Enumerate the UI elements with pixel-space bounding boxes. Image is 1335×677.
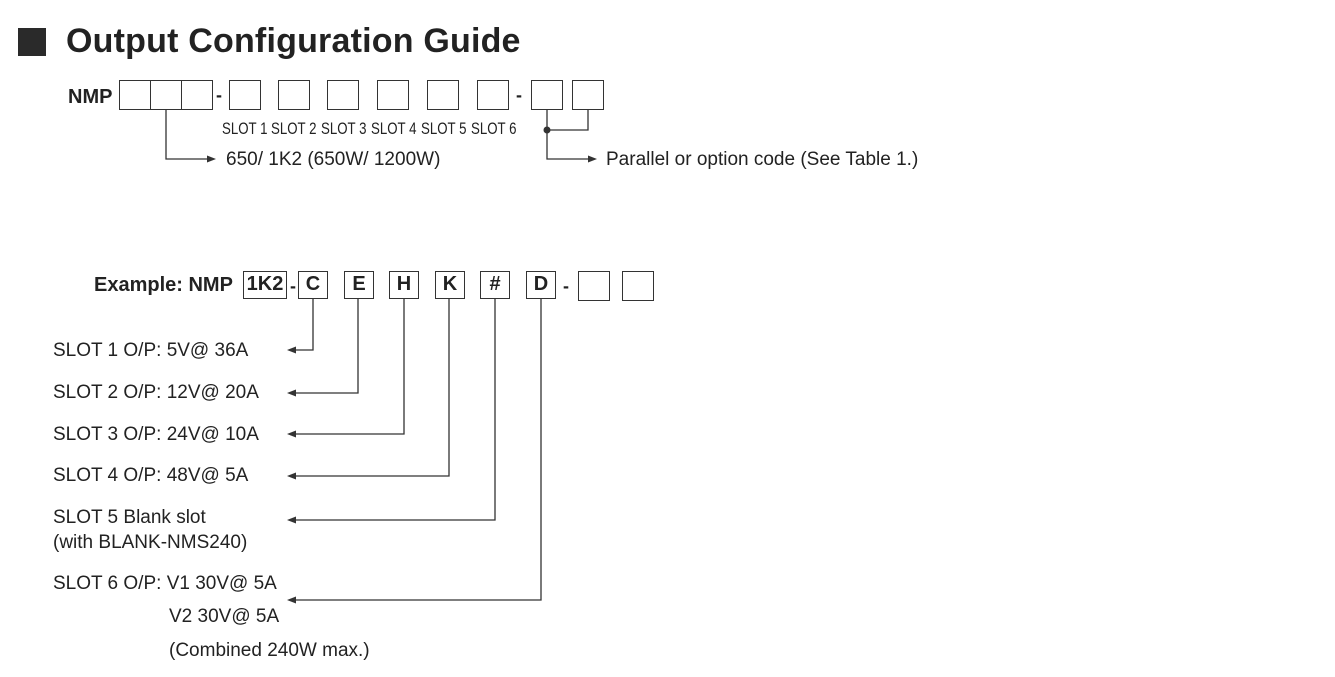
slot5-box (427, 80, 459, 110)
slot2-box (278, 80, 310, 110)
example-dash-2: - (563, 276, 569, 296)
slot5-connector (296, 299, 496, 521)
slot-label-4: SLOT 4 (371, 119, 417, 138)
example-slot4-code: K (435, 271, 465, 299)
slot1-description: SLOT 1 O/P: 5V@ 36A (53, 340, 249, 361)
guide-dash-2: - (516, 85, 522, 105)
option-code-box-1 (531, 80, 563, 110)
example-slot1-code: C (298, 271, 328, 299)
guide-dash-1: - (216, 85, 222, 105)
slot4-box (377, 80, 409, 110)
slot1-arrow-icon (287, 346, 296, 354)
slot3-description: SLOT 3 O/P: 24V@ 10A (53, 424, 259, 445)
power-note-arrow-icon (207, 155, 216, 163)
slot4-description: SLOT 4 O/P: 48V@ 5A (53, 465, 249, 486)
power-note: 650/ 1K2 (650W/ 1200W) (226, 149, 441, 170)
slot6-connector (296, 299, 542, 601)
example-slot2-code: E (344, 271, 374, 299)
slot1-connector (296, 299, 314, 351)
slot5-arrow-icon (287, 516, 296, 524)
title-bullet-icon (18, 28, 46, 56)
slot-label-5: SLOT 5 (421, 119, 467, 138)
example-option-box-2 (622, 271, 654, 301)
slot6-arrow-icon (287, 596, 296, 604)
option-junction-dot (543, 126, 551, 134)
slot4-arrow-icon (287, 472, 296, 480)
option-note: Parallel or option code (See Table 1.) (606, 149, 919, 170)
slot-label-3: SLOT 3 (321, 119, 367, 138)
slot6-description-line2: V2 30V@ 5A (169, 606, 280, 627)
power-code-box-3 (181, 80, 213, 110)
slot3-box (327, 80, 359, 110)
option-code-bracket (546, 110, 589, 131)
slot3-connector (296, 299, 405, 435)
example-option-box-1 (578, 271, 610, 301)
slot6-box (477, 80, 509, 110)
slot1-box (229, 80, 261, 110)
slot2-arrow-icon (287, 389, 296, 397)
example-label: Example: NMP (94, 274, 233, 296)
option-note-arrow-icon (588, 155, 597, 163)
slot6-description-line3: (Combined 240W max.) (169, 640, 370, 661)
example-slot5-code: # (480, 271, 510, 299)
slot3-arrow-icon (287, 430, 296, 438)
power-code-connector (165, 110, 208, 160)
slot2-connector (296, 299, 359, 394)
example-power-code: 1K2 (243, 271, 287, 299)
model-prefix: NMP (68, 86, 113, 108)
slot5-description-line1: SLOT 5 Blank slot (53, 507, 206, 528)
example-slot6-code: D (526, 271, 556, 299)
example-dash-1: - (290, 276, 296, 296)
slot6-description-line1: SLOT 6 O/P: V1 30V@ 5A (53, 573, 277, 594)
slot-label-6: SLOT 6 (471, 119, 517, 138)
example-slot3-code: H (389, 271, 419, 299)
power-code-box-2 (150, 80, 182, 110)
option-code-connector (546, 130, 588, 160)
page-title: Output Configuration Guide (66, 22, 521, 60)
slot2-description: SLOT 2 O/P: 12V@ 20A (53, 382, 259, 403)
slot5-description-line2: (with BLANK-NMS240) (53, 532, 248, 553)
slot-label-2: SLOT 2 (271, 119, 317, 138)
option-code-box-2 (572, 80, 604, 110)
slot-label-1: SLOT 1 (222, 119, 268, 138)
slot4-connector (296, 299, 450, 477)
